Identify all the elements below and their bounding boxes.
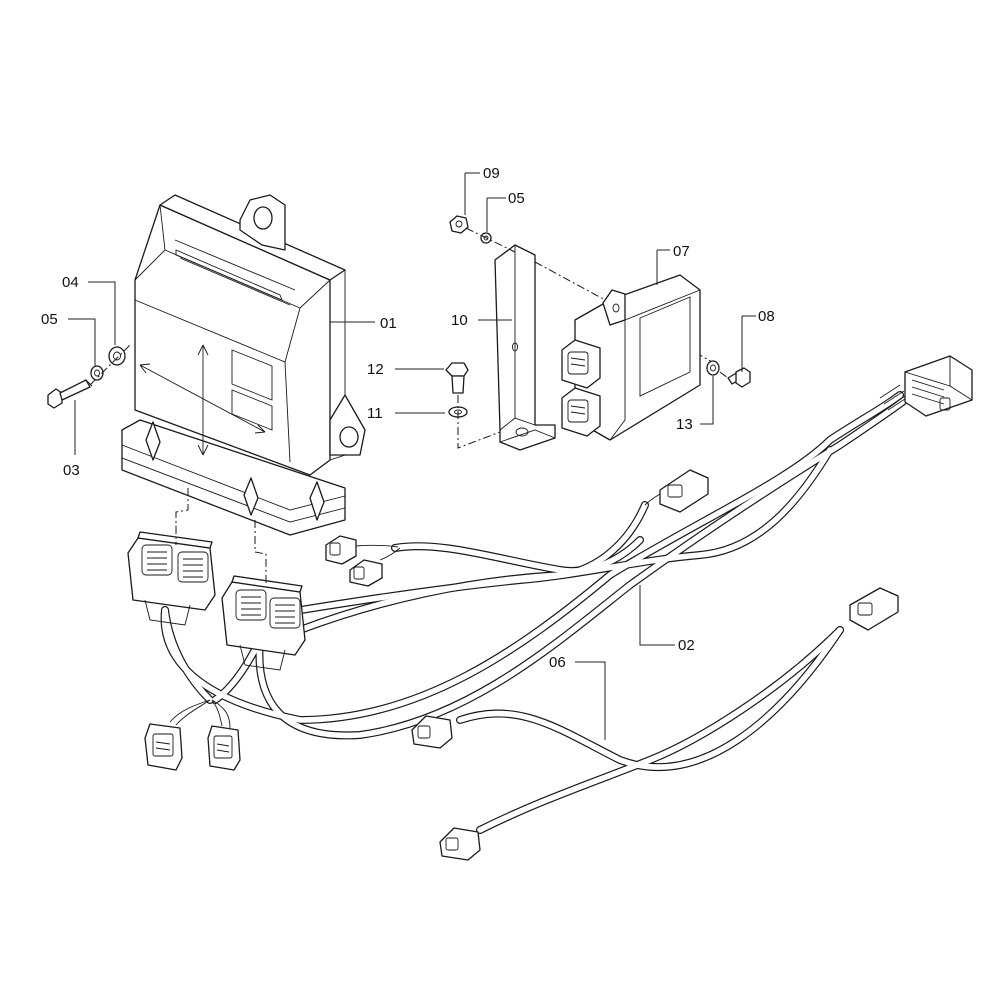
part-label-11: 11: [367, 405, 383, 422]
guide-ecu-to-connector-a: [175, 488, 189, 545]
harness-06-plug-lower-left[interactable]: [439, 827, 481, 861]
control-module-07: [561, 274, 701, 441]
guide-bolt-08: [719, 371, 729, 379]
harness-02-plug-upper[interactable]: [325, 535, 399, 565]
part-label-02: 02: [678, 637, 695, 654]
wire-harness-02: [127, 355, 973, 771]
bolt-12: [445, 362, 469, 394]
part-label-04: 04: [62, 274, 79, 291]
part-label-12: 12: [367, 361, 384, 378]
harness-02-plug-lower[interactable]: [349, 547, 401, 587]
ecu-connector-a[interactable]: [127, 531, 216, 626]
part-label-09: 09: [483, 165, 500, 182]
nut-09: [449, 215, 469, 234]
guide-bolt-03: [89, 344, 131, 386]
harness-02-splitter-wires: [169, 699, 231, 729]
washer-13: [706, 360, 720, 376]
part-label-08: 08: [758, 308, 775, 325]
harness-06-plug-top[interactable]: [849, 587, 899, 631]
part-label-10: 10: [451, 312, 468, 329]
washer-04: [108, 346, 126, 366]
bolt-08: [727, 367, 751, 388]
bracket-10: [494, 244, 556, 451]
ecu-module-01: [121, 194, 366, 536]
harness-02-main-connector[interactable]: [879, 355, 973, 417]
bolt-03: [47, 379, 93, 409]
harness-02-plug-top[interactable]: [644, 469, 709, 513]
guide-ecu-to-connector-b: [254, 520, 267, 585]
ecu-connector-b[interactable]: [221, 575, 306, 671]
splitter-connector-left[interactable]: [144, 723, 183, 771]
part-label-01: 01: [380, 315, 397, 332]
ecu-direction-arrows: [139, 344, 266, 456]
part-label-05-left: 05: [41, 311, 58, 328]
part-label-06: 06: [549, 654, 566, 671]
guide-bolt-12: [457, 395, 501, 449]
splitter-connector-right[interactable]: [207, 725, 241, 771]
part-label-13: 13: [676, 416, 693, 433]
harness-02-wires-inner: [161, 392, 908, 739]
part-label-05-top: 05: [508, 190, 525, 207]
part-label-07: 07: [673, 243, 690, 260]
part-label-03: 03: [63, 462, 80, 479]
part-labels: 01 02 03 04 05 05 06 07 08 09 10 11 12 1…: [41, 165, 775, 671]
harness-06-plug-upper-left[interactable]: [411, 715, 453, 749]
washer-05-left: [90, 365, 104, 381]
wire-harness-06: [411, 587, 899, 861]
leader-lines: [68, 172, 756, 740]
